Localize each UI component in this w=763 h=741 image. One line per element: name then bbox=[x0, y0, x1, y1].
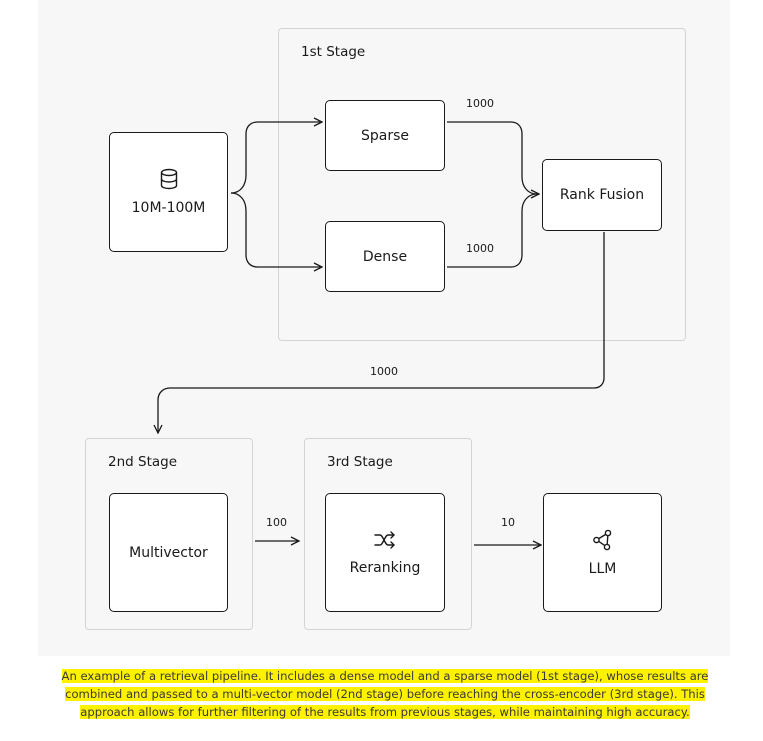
llm-node: LLM bbox=[543, 493, 662, 612]
reranking-node: Reranking bbox=[325, 493, 445, 612]
rank-fusion-node: Rank Fusion bbox=[542, 159, 662, 231]
dense-label: Dense bbox=[362, 248, 408, 265]
edge-label-reranking: 10 bbox=[501, 516, 515, 529]
source-node: 10M-100M bbox=[109, 132, 228, 252]
edge-source-dense bbox=[230, 192, 322, 267]
figure-caption: An example of a retrieval pipeline. It i… bbox=[38, 667, 732, 721]
edge-fusion-multivector bbox=[158, 232, 605, 433]
edge-source-sparse bbox=[230, 122, 322, 194]
sparse-label: Sparse bbox=[360, 127, 409, 144]
database-icon bbox=[159, 168, 179, 190]
edge-label-dense: 1000 bbox=[466, 242, 494, 255]
shuffle-icon bbox=[374, 530, 396, 550]
edge-label-multivector: 100 bbox=[266, 516, 287, 529]
sparse-node: Sparse bbox=[325, 100, 445, 171]
rank-fusion-label: Rank Fusion bbox=[559, 187, 645, 203]
stage-2-title: 2nd Stage bbox=[108, 454, 178, 470]
llm-label: LLM bbox=[588, 560, 617, 577]
caption-text: An example of a retrieval pipeline. It i… bbox=[61, 669, 709, 719]
edge-label-fusion: 1000 bbox=[370, 365, 398, 378]
edge-sparse-fusion bbox=[447, 121, 539, 194]
dense-node: Dense bbox=[325, 221, 445, 292]
stage-1-title: 1st Stage bbox=[301, 44, 366, 60]
source-label: 10M-100M bbox=[131, 200, 206, 216]
multivector-node: Multivector bbox=[109, 493, 228, 612]
reranking-label: Reranking bbox=[349, 559, 421, 576]
multivector-label: Multivector bbox=[129, 544, 208, 561]
share-nodes-icon bbox=[592, 529, 614, 551]
edge-dense-fusion bbox=[447, 193, 539, 268]
edge-label-sparse: 1000 bbox=[466, 97, 494, 110]
stage-3-title: 3rd Stage bbox=[327, 454, 393, 470]
